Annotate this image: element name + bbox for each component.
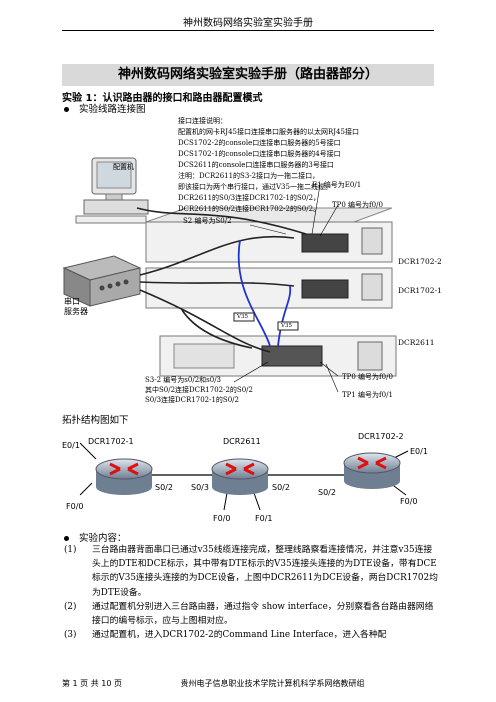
dcr2611-label: DCR2611 — [398, 338, 435, 347]
topo-r1-s02: S0/2 — [155, 483, 173, 492]
lab-title: 实验 1：认识路由器的接口和路由器配置模式 — [62, 93, 263, 104]
config-pc-label: 配置机 — [113, 163, 134, 171]
topo-router-dcr1702-1: DCR1702-1 — [88, 437, 134, 446]
header-rule — [62, 30, 434, 31]
topo-r3-f00: F0/0 — [400, 497, 418, 506]
topology-diagram — [79, 442, 409, 511]
note-line: DCR2611的S0/3连接DCR1702-1的S0/2， — [178, 194, 321, 202]
page-footer: 第 1 页 共 10 页 贵州电子信息职业技术学院计算机科学系网络教研组 — [62, 678, 434, 689]
bullet-wiring-diagram: 实验线路连接图 — [64, 101, 146, 115]
dcr1702-1-device — [145, 267, 393, 309]
step-number: (2) — [64, 601, 77, 612]
bullet-experiment-content: 实验内容： — [64, 530, 127, 544]
dcr1702-2-label: DCR1702-2 — [398, 257, 442, 266]
topo-router-dcr1702-2: DCR1702-2 — [358, 432, 404, 441]
tp0-top-port-label: TP0 编号为f0/0 — [332, 201, 383, 209]
bullet-text: 实验线路连接图 — [79, 104, 146, 115]
serial-server-label-1: 串口 — [64, 297, 80, 306]
router-icon — [95, 458, 153, 495]
topo-r3-s02: S0/2 — [318, 488, 336, 497]
s2-port-label: S2 编号为S0/2 — [183, 217, 232, 225]
note-line: DCS1702-2的console口连接串口服务器的5号接口 — [178, 139, 341, 147]
experiment-steps: (1) 三台路由器背面串口已通过v35线缆连接完成，整理线路察看连接情况，并注意… — [64, 543, 439, 642]
note-line: DCS1702-1的console口连接串口服务器的4号接口 — [178, 150, 341, 158]
e1-port-label: E1 编号为E0/1 — [312, 181, 362, 189]
running-header: 神州数码网络实验室实验手册 — [183, 18, 313, 29]
note-line: DCS2611的console口连接串口服务器的3号接口 — [178, 161, 334, 169]
step-item: (1) 三台路由器背面串口已通过v35线缆连接完成，整理线路察看连接情况，并注意… — [64, 543, 439, 600]
topo-router-dcr2611: DCR2611 — [223, 437, 261, 446]
step-text: 三台路由器背面串口已通过v35线缆连接完成，整理线路察看连接情况，并注意v35连… — [92, 545, 438, 598]
step-text: 通过配置机分别进入三台路由器，通过指令 show interface，分别察看各… — [92, 601, 434, 627]
s32-note-2: 其中S0/2连接DCR1702-2的S0/2 — [145, 386, 253, 394]
topology-caption: 拓扑结构图如下 — [62, 415, 129, 426]
step-item: (2) 通过配置机分别进入三台路由器，通过指令 show interface，分… — [64, 600, 439, 628]
step-text: 通过配置机，进入DCR1702-2的Command Line Interface… — [92, 630, 387, 641]
topo-r2-f00: F0/0 — [213, 514, 231, 523]
bullet-dot-icon — [64, 536, 69, 541]
topo-r2-s02: S0/2 — [272, 483, 290, 492]
page-number: 第 1 页 共 10 页 — [62, 679, 122, 688]
footer-org: 贵州电子信息职业技术学院计算机科学系网络教研组 — [180, 679, 365, 688]
note-line: DCR2611的S0/2连接DCR1702-2的S0/2。 — [178, 205, 321, 213]
s32-note-1: S3-2 编号为s0/2和s0/3 — [145, 376, 222, 384]
v35-label-2: V35 — [281, 323, 292, 329]
manual-title-banner: 神州数码网络实验室实验手册（路由器部分） — [62, 64, 434, 86]
topo-r2-s03: S0/3 — [191, 483, 209, 492]
topo-r2-f01: F0/1 — [255, 514, 273, 523]
note-line: 接口连接说明： — [178, 117, 227, 125]
bullet-text: 实验内容： — [79, 533, 127, 544]
connection-notes: 接口连接说明： 配置机的网卡RJ45接口连接串口服务器的以太网RJ45接口 DC… — [178, 116, 359, 215]
wiring-diagram — [62, 157, 397, 393]
dcr2611-device — [159, 335, 397, 377]
step-item: (3) 通过配置机，进入DCR1702-2的Command Line Inter… — [64, 628, 439, 642]
step-number: (1) — [64, 545, 77, 555]
router-icon — [343, 452, 401, 489]
tp1-port-label: TP1 编号为f0/1 — [342, 391, 393, 399]
serial-server-icon — [62, 255, 142, 307]
serial-server-label-2: 服务器 — [64, 307, 88, 316]
s32-note-3: S0/3连接DCR1702-1的S0/2 — [145, 396, 239, 404]
dcr1702-1-label: DCR1702-1 — [398, 286, 442, 295]
config-pc-icon — [75, 157, 149, 224]
topo-r1-f00: F0/0 — [66, 502, 84, 511]
bullet-dot-icon — [64, 107, 69, 112]
v35-label-1: V35 — [237, 314, 248, 320]
step-number: (3) — [64, 630, 77, 641]
note-line: 配置机的网卡RJ45接口连接串口服务器的以太网RJ45接口 — [178, 128, 359, 136]
topo-r3-e01: E0/1 — [410, 447, 428, 456]
tp0-bottom-port-label: TP0 编号为f0/0 — [342, 373, 393, 381]
topo-r1-e01: E0/1 — [62, 441, 80, 450]
note-line: 注明：DCR2611的S3-2接口为一拖二接口， — [178, 172, 320, 180]
note-line: 即该接口为两个串行接口，通过V35一拖二线缆。 — [178, 183, 332, 191]
router-icon — [211, 458, 269, 495]
